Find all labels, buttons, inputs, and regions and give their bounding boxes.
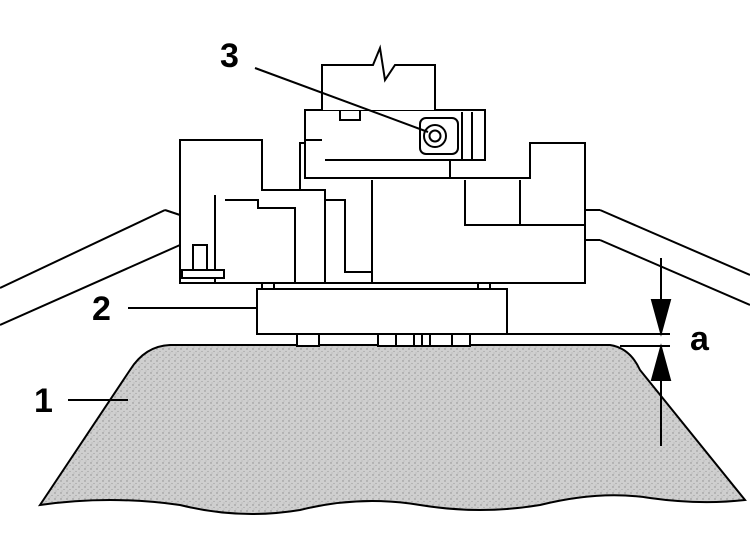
callout-2: 2 (92, 290, 111, 328)
dimension-a (507, 258, 672, 446)
plate-part-2 (256, 282, 508, 347)
side-rails (0, 209, 750, 326)
leader-lines (68, 67, 429, 401)
dimension-label-a: a (690, 320, 710, 358)
base-part-1 (37, 344, 747, 515)
callout-3: 3 (220, 37, 239, 75)
callout-1: 1 (34, 382, 53, 420)
leader-3 (254, 67, 429, 133)
measuring-device (179, 44, 586, 284)
